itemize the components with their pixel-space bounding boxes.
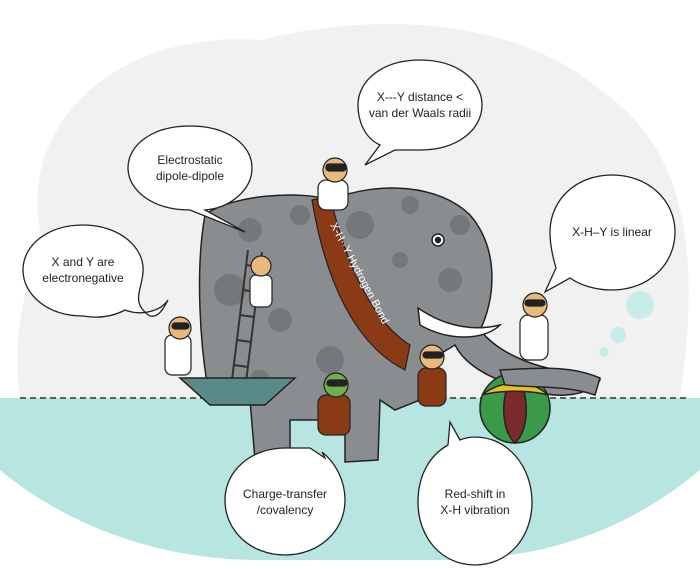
bubble-linear [543,174,676,294]
bubble-electrostatic-text: Electrostatic dipole-dipole [156,152,224,184]
scientist-green [317,372,351,436]
elephant-spots [214,196,470,390]
bubble-line: Red-shift in [444,487,506,501]
bubble-line: X---Y distance < [376,90,464,104]
bubble-linear-text: X-H–Y is linear [572,224,652,240]
bubble-line: dipole-dipole [155,169,225,183]
scientist-top [317,157,349,211]
scientist-figures [164,157,549,436]
scientist-right [519,292,549,361]
bubble-line: van der Waals radii [368,106,472,120]
bubble-charge-transfer-text: Charge-transfer /covalency [243,486,327,518]
scientist-hanging [417,344,447,407]
bubble-line: X-H vibration [440,503,510,517]
bubble-red-shift [417,419,533,566]
bubble-electronegative-text: X and Y are electronegative [42,254,123,286]
bubble-line: Electrostatic [157,153,223,167]
bubble-electronegative [22,224,169,318]
bubble-line: electronegative [42,271,124,285]
bubble-line: X-H–Y is linear [572,225,652,239]
funnel [178,377,297,406]
bubble-distance [357,59,483,166]
elephant-trunk [498,367,601,396]
bubble-electrostatic [127,125,253,233]
bubble-line: X and Y are [51,255,115,269]
hydrogen-bond-banner [311,195,411,371]
scientist-ladder [249,255,273,308]
bubble-line: Charge-transfer [242,487,328,501]
bubble-charge-transfer [224,447,346,556]
beach-ball [479,371,551,444]
thought-circles [599,291,654,357]
scientist-left [164,316,192,376]
bubble-red-shift-text: Red-shift in X-H vibration [440,486,509,518]
speech-bubbles [22,59,676,566]
bubble-line: /covalency [256,503,314,517]
bubble-distance-text: X---Y distance < van der Waals radii [369,89,471,121]
